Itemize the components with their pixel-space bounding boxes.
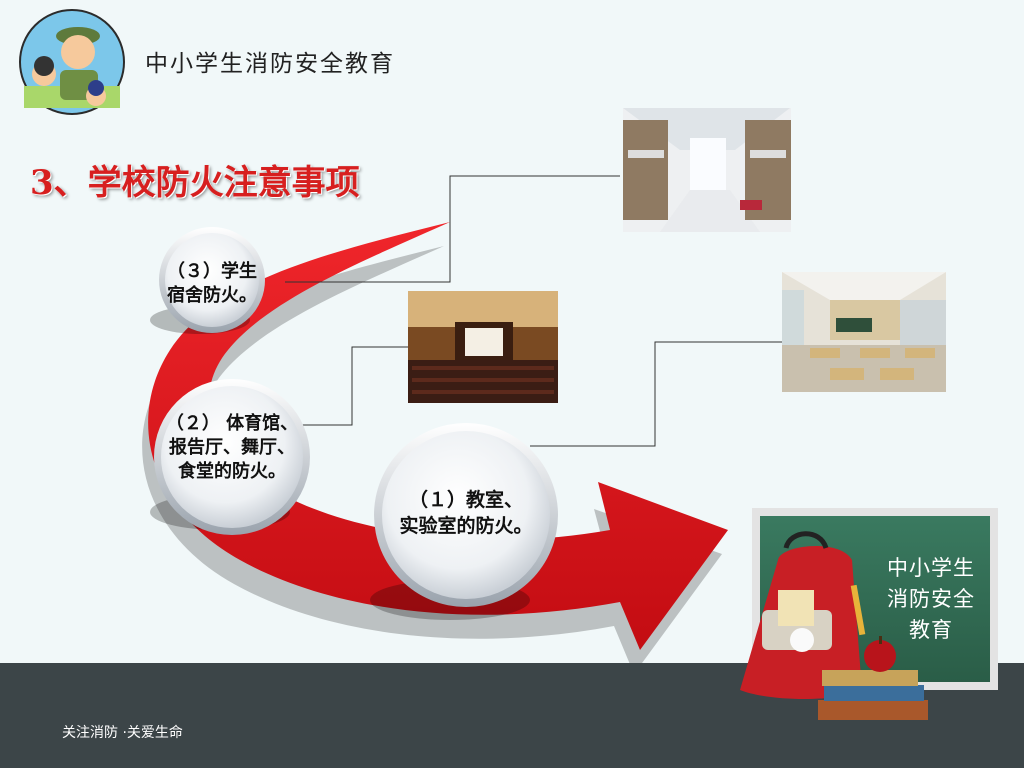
board-line3: 教育 — [909, 618, 953, 642]
header-title: 中小学生消防安全教育 — [145, 51, 395, 77]
board-line1: 中小学生 — [887, 556, 975, 580]
footer-slogan: 关注消防 ·关爱生命 — [62, 725, 183, 741]
step-3-line2: 宿舍防火。 — [167, 285, 257, 306]
step-3-label: （３）学生 宿舍防火。 — [160, 260, 264, 308]
step-1-label: （１）教室、 实验室的防火。 — [372, 487, 560, 539]
photo-auditorium — [408, 291, 558, 403]
step-2-label: （２） 体育馆、 报告厅、舞厅、 食堂的防火。 — [150, 412, 314, 484]
photo-classroom — [782, 272, 946, 392]
step-3-line1: （３）学生 — [167, 261, 257, 282]
red-curved-arrow — [148, 222, 729, 650]
step-1-line2: 实验室的防火。 — [399, 515, 533, 537]
books-and-apple — [818, 636, 928, 720]
chalkboard-text: 中小学生 消防安全 教育 — [868, 553, 994, 646]
board-line2: 消防安全 — [887, 587, 975, 611]
connector-line-dorm — [285, 175, 620, 283]
backpack-illustration — [740, 531, 866, 699]
step-2-line3: 食堂的防火。 — [178, 461, 286, 482]
step-2-line2: 报告厅、舞厅、 — [169, 437, 295, 458]
connector-line-hall — [300, 346, 408, 426]
connector-line-classroom — [530, 341, 782, 447]
step-2-line1: （２） 体育馆、 — [165, 413, 299, 434]
step-1-line1: （１）教室、 — [408, 489, 523, 511]
section-title: 3、学校防火注意事项 — [30, 163, 360, 203]
photo-dormitory — [623, 108, 791, 232]
